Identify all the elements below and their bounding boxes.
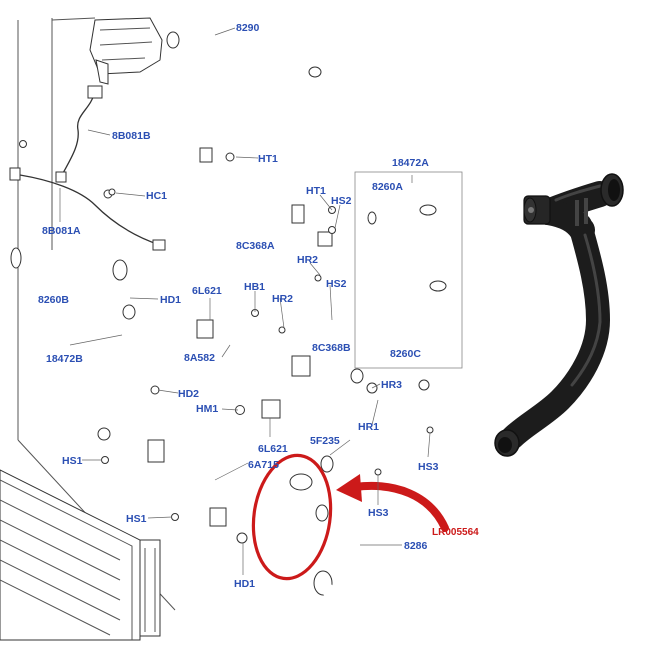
highlight-ellipse [251,453,333,581]
label-HS1-lower: HS1 [126,513,147,525]
label-HS2-upper: HS2 [331,195,352,207]
label-HS3-right: HS3 [418,461,439,473]
label-8260C: 8260C [390,348,421,360]
hose-8260B [10,247,128,287]
pipe-8C368B [287,315,343,331]
part-number-label: LR005564 [432,527,479,538]
label-HT1-mid: HT1 [306,185,326,197]
label-8286: 8286 [404,540,428,552]
expansion-tank [89,17,163,85]
pipe-8C368A [187,147,343,265]
hose-8290 [166,30,322,78]
label-HR3: HR3 [381,379,402,391]
label-8C368A: 8C368A [236,240,275,252]
leader-lines [59,27,431,575]
label-HD1-upper: HD1 [160,294,181,306]
curved-arrow-icon [336,474,449,532]
label-8290: 8290 [236,22,260,34]
label-6A715: 6A715 [248,459,279,471]
label-18472A: 18472A [392,157,429,169]
hose-8286 [313,518,363,637]
label-HR2-lower: HR2 [272,293,293,305]
label-8A582: 8A582 [184,352,215,364]
label-6L621-lower: 6L621 [258,443,288,455]
label-8B081B: 8B081B [112,130,151,142]
label-HS1-upper: HS1 [62,455,83,467]
label-HR2-upper: HR2 [297,254,318,266]
hose-6A715 [145,400,240,531]
label-HS3-lower: HS3 [368,507,389,519]
radiator [0,469,161,641]
label-6L621-upper: 6L621 [192,285,222,297]
tube-8B081B [55,85,103,183]
tube-8B081A [9,167,166,251]
part-labels: 8290 8B081B HT1 HC1 8B081A 8260B HD1 184… [38,22,479,590]
label-8260A: 8260A [372,181,403,193]
product-hose-photo [494,173,624,457]
label-HR1: HR1 [358,421,379,433]
label-HM1: HM1 [196,403,218,415]
assembly-8A582 [196,319,364,384]
highlighted-hose-diagram [270,473,329,565]
group-18472A [354,171,463,369]
label-HD2: HD2 [178,388,199,400]
label-18472B: 18472B [46,353,83,365]
label-HS2-lower: HS2 [326,278,347,290]
label-HT1-top: HT1 [258,153,278,165]
label-HD1-lower: HD1 [234,578,255,590]
label-8260B: 8260B [38,294,69,306]
hose-5F235 [261,393,422,473]
label-5F235: 5F235 [310,435,340,447]
label-HB1: HB1 [244,281,265,293]
hose-18472B [90,304,136,454]
label-HC1: HC1 [146,190,167,202]
label-8B081A: 8B081A [42,225,81,237]
label-8C368B: 8C368B [312,342,351,354]
